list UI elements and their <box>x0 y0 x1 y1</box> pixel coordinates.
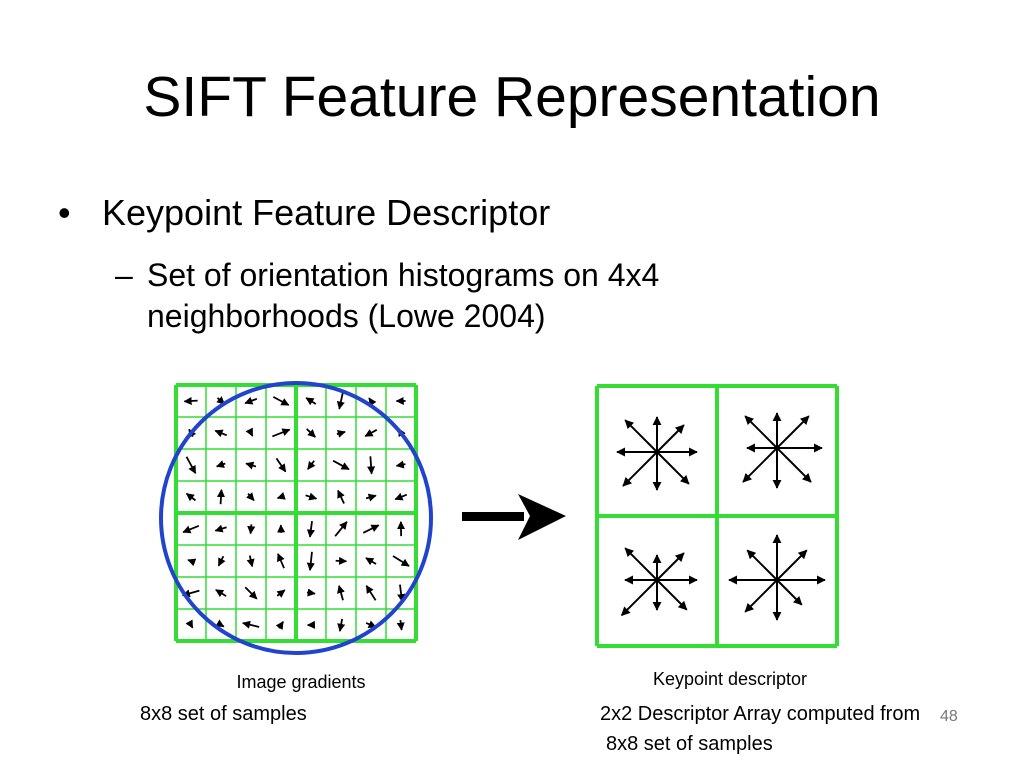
gradient-arrow <box>275 457 287 473</box>
gradient-arrow <box>215 619 225 628</box>
gradient-arrow <box>307 460 316 470</box>
gradient-arrow <box>365 493 377 502</box>
gradient-arrow <box>242 620 260 629</box>
gradient-arrow <box>276 589 286 598</box>
gradient-arrow <box>362 524 380 534</box>
gradient-arrow <box>306 428 316 438</box>
gradient-arrow <box>306 588 316 597</box>
gradient-arrow <box>368 397 377 407</box>
histogram-arrow <box>776 415 810 449</box>
gradient-arrow <box>397 584 406 603</box>
sub-bullet-text: Set of orientation histograms on 4x4 nei… <box>147 257 660 334</box>
slide-number: 48 <box>940 708 958 725</box>
image-gradients-label: Image gradients <box>236 672 365 692</box>
gradient-arrow <box>336 392 345 410</box>
image-gradients-grid <box>174 383 418 643</box>
gradient-arrow <box>337 584 345 601</box>
gradient-arrow <box>214 429 228 438</box>
gradient-arrow <box>272 428 291 438</box>
gradient-arrow <box>275 621 284 631</box>
caption-left: 8x8 set of samples <box>140 703 307 725</box>
gradient-arrow <box>214 524 227 533</box>
gradient-arrow <box>244 586 258 600</box>
histogram-arrow <box>776 579 803 606</box>
histogram-arrow <box>656 579 688 611</box>
gradient-arrow <box>364 429 378 437</box>
gradient-arrow <box>215 460 226 468</box>
gradient-arrow <box>183 396 198 406</box>
gradient-arrow <box>365 585 377 601</box>
caption-right-line2: 8x8 set of samples <box>606 733 773 755</box>
keypoint-descriptor-grid <box>595 384 839 648</box>
orientation-histograms <box>616 412 826 621</box>
bullet-marker: • <box>58 192 71 233</box>
gradient-arrow <box>182 524 200 534</box>
gradient-arrows <box>181 392 410 632</box>
gradient-arrow <box>245 461 257 470</box>
gradient-arrow <box>215 589 227 598</box>
gradient-arrow <box>185 456 197 474</box>
gradient-arrow <box>216 488 226 505</box>
gradient-arrow <box>395 460 406 469</box>
caption-right-line1: 2x2 Descriptor Array computed from <box>600 703 921 725</box>
gradient-arrow <box>244 396 258 405</box>
gradient-arrow <box>217 555 226 567</box>
bullet-text: Keypoint Feature Descriptor <box>102 192 551 233</box>
gradient-arrow <box>337 618 346 632</box>
histogram-arrow <box>624 547 658 581</box>
gradient-arrow <box>392 555 410 567</box>
histogram-arrow <box>624 419 658 453</box>
gradient-arrow <box>336 429 346 438</box>
histogram-arrow <box>656 552 685 581</box>
gradient-arrow <box>394 492 408 501</box>
gradient-arrow <box>306 520 315 538</box>
histogram-arrow <box>656 451 690 485</box>
histogram-arrow <box>746 549 778 581</box>
gradient-arrow <box>185 619 194 629</box>
gradient-arrow <box>272 396 290 406</box>
gradient-arrow <box>187 558 197 567</box>
gradient-arrow <box>305 492 318 501</box>
histogram-arrow <box>744 579 778 613</box>
histogram-arrow <box>620 579 658 617</box>
sub-bullet-marker: – <box>115 257 133 293</box>
gradient-arrow <box>334 521 348 537</box>
gradient-arrow <box>246 555 255 568</box>
gradient-arrow <box>306 551 315 571</box>
histogram-arrow <box>776 549 808 581</box>
slide-title: SIFT Feature Representation <box>143 65 881 129</box>
big-right-arrow <box>462 494 566 540</box>
gradient-arrow <box>365 557 377 566</box>
gradient-arrow <box>276 492 286 500</box>
gradient-arrow <box>367 456 376 475</box>
gradient-arrow <box>396 620 405 631</box>
gradient-arrow <box>277 553 285 569</box>
histogram-arrow <box>744 415 778 449</box>
gradient-arrow <box>245 427 254 437</box>
histogram-arrow <box>656 424 685 453</box>
histogram-arrow <box>776 447 812 483</box>
gradient-arrow <box>185 492 197 502</box>
gradient-arrow <box>305 397 317 406</box>
gradient-arrow <box>337 489 345 504</box>
histogram-arrow <box>742 447 778 483</box>
histogram-arrow <box>622 451 658 487</box>
gaussian-window-circle <box>159 381 433 655</box>
keypoint-descriptor-label: Keypoint descriptor <box>653 669 807 689</box>
gradient-arrow <box>247 524 256 535</box>
gradient-arrow <box>246 492 255 501</box>
gradient-arrow <box>332 459 350 471</box>
